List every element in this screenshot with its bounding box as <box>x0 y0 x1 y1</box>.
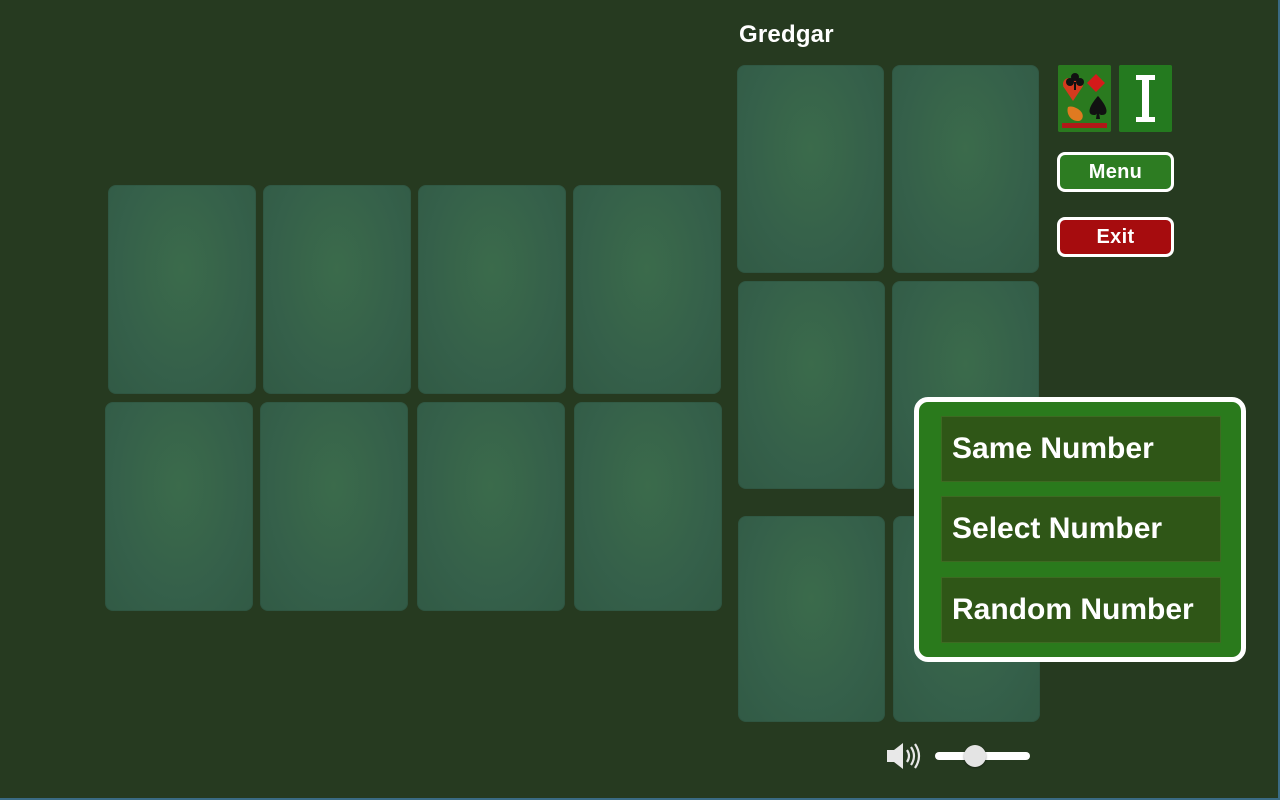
speaker-icon[interactable] <box>886 741 924 771</box>
info-button[interactable] <box>1119 65 1172 132</box>
player-name: Gredgar <box>739 21 834 48</box>
card-suits-logo-icon <box>1058 65 1111 132</box>
info-i-icon <box>1119 65 1172 132</box>
card-slot[interactable] <box>738 516 885 722</box>
same-number-option[interactable]: Same Number <box>941 416 1221 482</box>
card-slot[interactable] <box>105 402 253 611</box>
card-slot[interactable] <box>574 402 722 611</box>
card-slot[interactable] <box>418 185 566 394</box>
random-number-option[interactable]: Random Number <box>941 577 1221 643</box>
card-slot[interactable] <box>108 185 256 394</box>
card-slot[interactable] <box>573 185 721 394</box>
card-slot[interactable] <box>738 281 885 489</box>
card-slot[interactable] <box>417 402 565 611</box>
menu-button[interactable]: Menu <box>1057 152 1174 192</box>
game-logo-button[interactable] <box>1058 65 1111 132</box>
card-slot[interactable] <box>263 185 411 394</box>
select-number-option[interactable]: Select Number <box>941 496 1221 562</box>
card-slot[interactable] <box>260 402 408 611</box>
volume-slider-thumb[interactable] <box>964 745 987 767</box>
exit-button[interactable]: Exit <box>1057 217 1174 257</box>
card-slot[interactable] <box>892 65 1039 273</box>
card-slot[interactable] <box>737 65 884 273</box>
number-choice-popup: Same Number Select Number Random Number <box>914 397 1246 662</box>
